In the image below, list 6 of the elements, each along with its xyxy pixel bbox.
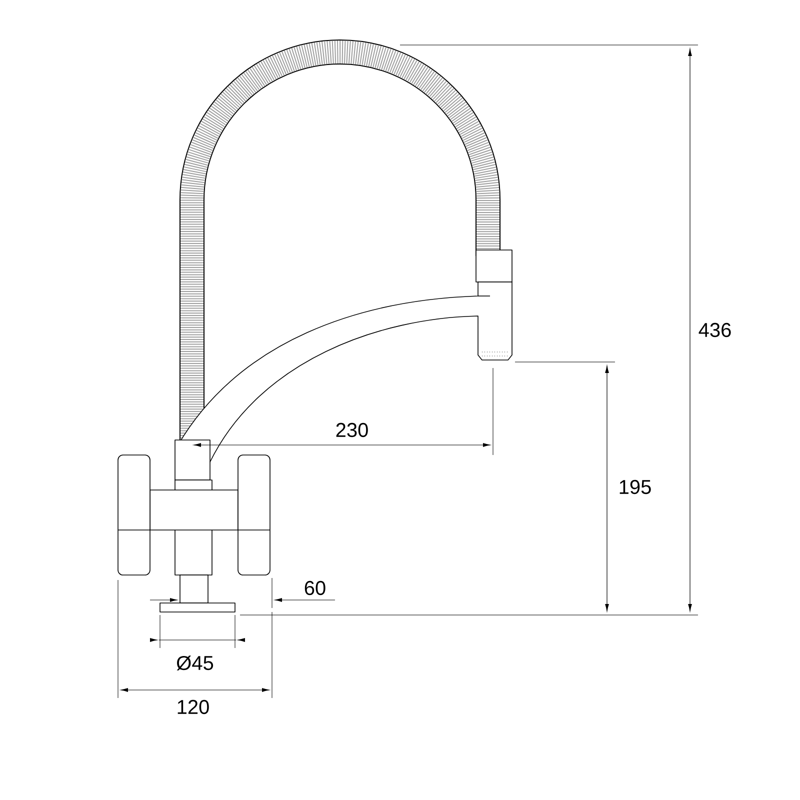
dimension-label: 436: [698, 322, 731, 338]
dimension-label: 60: [304, 580, 326, 596]
dimension-label: 195: [620, 480, 651, 494]
dimension-label: 120: [178, 700, 209, 714]
dimension-label: Ø45: [176, 656, 214, 670]
dimension-label: 230: [336, 422, 368, 438]
